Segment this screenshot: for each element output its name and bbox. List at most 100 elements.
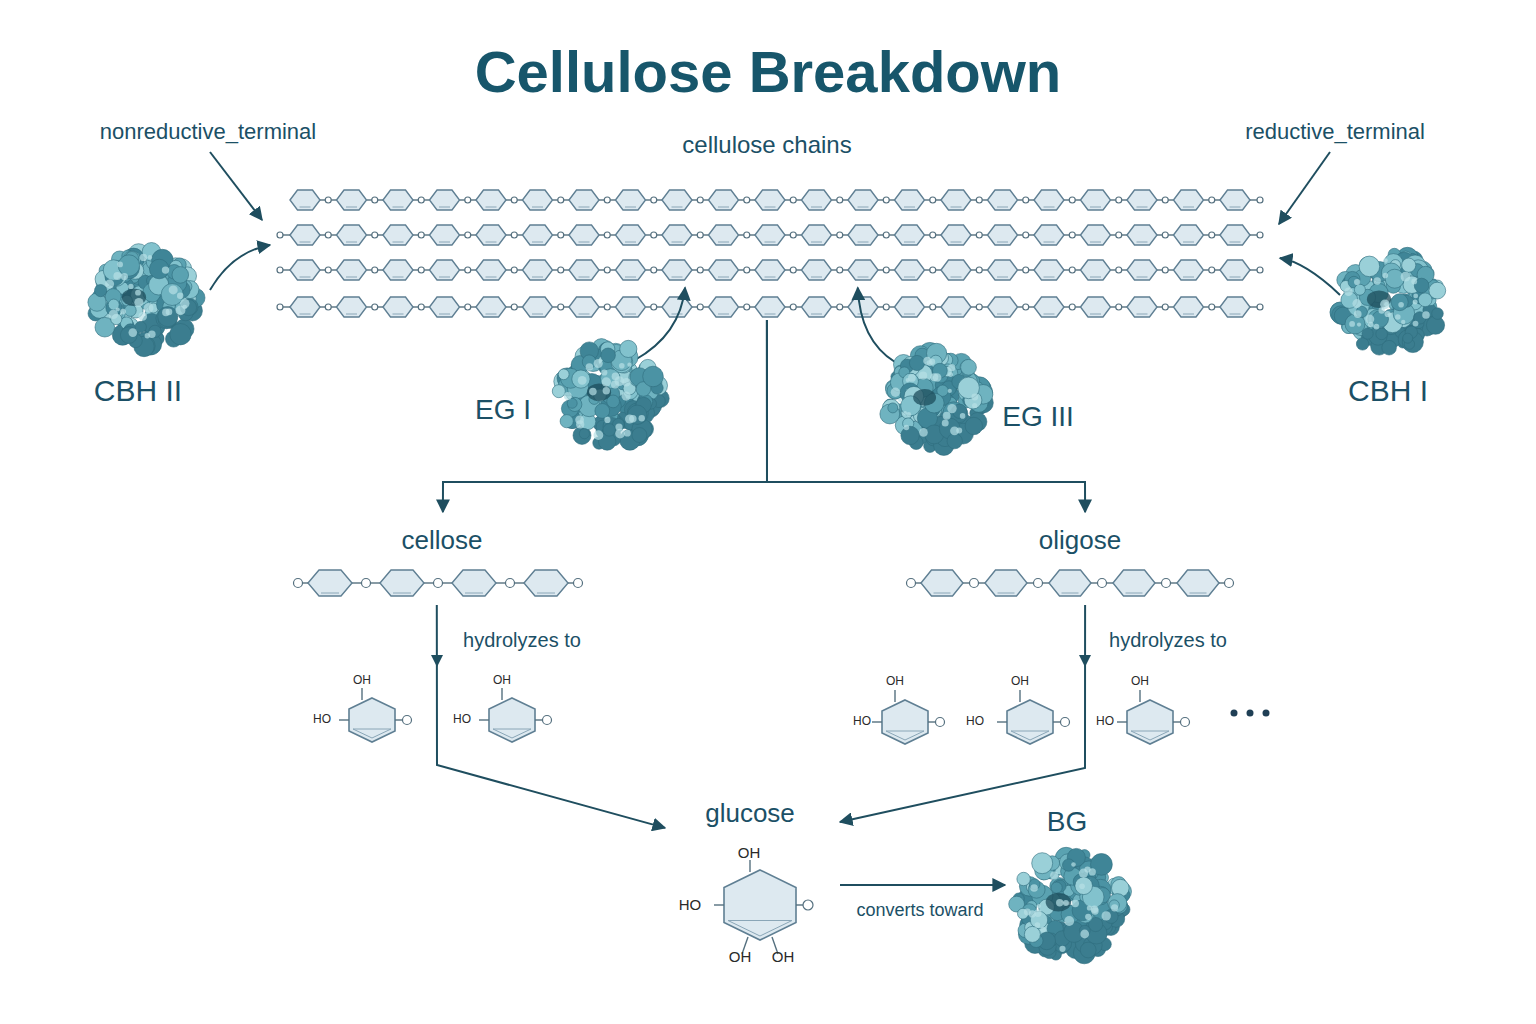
ring-shade bbox=[718, 314, 729, 315]
enzyme-highlight bbox=[604, 417, 610, 423]
enzyme-highlight bbox=[144, 303, 154, 313]
ring-shade bbox=[951, 242, 962, 243]
ring-shade bbox=[718, 277, 729, 278]
linkage-oxygen bbox=[277, 232, 283, 238]
sugar-ring bbox=[1081, 260, 1111, 280]
linkage-oxygen bbox=[930, 267, 936, 273]
ring-shade bbox=[300, 277, 311, 278]
product-name: oligose bbox=[1039, 526, 1121, 555]
linkage-oxygen bbox=[604, 304, 610, 310]
glucose-ring bbox=[724, 870, 796, 940]
hydroxyl-label: HO bbox=[453, 713, 471, 726]
ring-shade bbox=[811, 314, 822, 315]
linkage-oxygen bbox=[372, 267, 378, 273]
sugar-ring bbox=[941, 225, 971, 245]
linkage-oxygen bbox=[1209, 304, 1215, 310]
ring-shade bbox=[1126, 593, 1143, 594]
glycosidic-bond bbox=[1117, 721, 1127, 722]
enzyme-bead bbox=[567, 398, 577, 408]
sugar-ring bbox=[988, 297, 1018, 317]
linkage-oxygen bbox=[697, 304, 703, 310]
flow-arrow bbox=[443, 320, 767, 512]
ring-shade bbox=[439, 314, 450, 315]
enzyme-highlight bbox=[1380, 300, 1390, 310]
enzyme-highlight bbox=[586, 363, 594, 371]
enzyme-highlight bbox=[919, 371, 927, 379]
sugar-ring bbox=[848, 260, 878, 280]
flow-arrow bbox=[767, 320, 1085, 512]
enzyme-highlight bbox=[1354, 279, 1360, 285]
ring-shade bbox=[439, 207, 450, 208]
sugar-ring bbox=[1127, 190, 1157, 210]
enzyme-highlight bbox=[1385, 311, 1391, 317]
linkage-oxygen bbox=[697, 267, 703, 273]
sugar-ring bbox=[1220, 225, 1250, 245]
linkage-oxygen bbox=[511, 197, 517, 203]
sugar-ring bbox=[988, 190, 1018, 210]
enzyme-highlight bbox=[930, 373, 938, 381]
ring-shade bbox=[672, 242, 683, 243]
linkage-oxygen bbox=[465, 267, 471, 273]
ring-shade bbox=[532, 242, 543, 243]
ring-shade bbox=[1011, 731, 1049, 740]
sugar-ring bbox=[941, 297, 971, 317]
enzyme-highlight bbox=[148, 255, 152, 259]
enzyme-pocket bbox=[913, 389, 936, 406]
sugar-ring bbox=[430, 297, 460, 317]
sugar-ring bbox=[1220, 190, 1250, 210]
enzyme-highlight bbox=[1111, 904, 1118, 911]
flow-arrow bbox=[840, 605, 1085, 822]
ring-shade bbox=[625, 314, 636, 315]
sugar-ring bbox=[848, 225, 878, 245]
enzyme-highlight bbox=[1050, 871, 1058, 879]
sugar-ring bbox=[848, 297, 878, 317]
linkage-oxygen bbox=[1162, 579, 1171, 588]
enzyme-bead bbox=[595, 404, 610, 419]
sugar-ring bbox=[337, 260, 367, 280]
ring-shade bbox=[1044, 242, 1055, 243]
linkage-oxygen bbox=[976, 304, 982, 310]
enzyme-bead bbox=[1359, 256, 1380, 277]
enzyme-highlight bbox=[1383, 273, 1389, 279]
ring-shade bbox=[393, 207, 404, 208]
sugar-ring bbox=[941, 260, 971, 280]
linkage-oxygen bbox=[604, 232, 610, 238]
enzyme-highlight bbox=[639, 415, 645, 421]
sugar-ring bbox=[662, 297, 692, 317]
product-node: cellose bbox=[280, 512, 600, 605]
sugar-ring bbox=[523, 260, 553, 280]
ring-shade bbox=[672, 314, 683, 315]
enzyme-highlight bbox=[1401, 320, 1405, 324]
ring-shade bbox=[811, 207, 822, 208]
ring-shade bbox=[393, 314, 404, 315]
enzyme-highlight bbox=[121, 273, 128, 280]
enzyme-highlight bbox=[1395, 314, 1401, 320]
sugar-ring bbox=[755, 190, 785, 210]
enzyme-bead bbox=[1429, 282, 1446, 299]
sugar-ring bbox=[290, 260, 320, 280]
linkage-oxygen bbox=[465, 232, 471, 238]
sugar-ring bbox=[430, 190, 460, 210]
sugar-ring bbox=[709, 225, 739, 245]
enzyme-highlight bbox=[948, 364, 955, 371]
enzyme-highlight bbox=[948, 389, 952, 393]
sugar-ring bbox=[1127, 260, 1157, 280]
linkage-oxygen bbox=[976, 197, 982, 203]
linkage-oxygen bbox=[1034, 579, 1043, 588]
linkage-oxygen bbox=[403, 716, 412, 725]
ring-shade bbox=[393, 593, 411, 594]
linkage-oxygen bbox=[744, 197, 750, 203]
enzyme-highlight bbox=[960, 413, 966, 419]
enzyme-bead bbox=[1080, 942, 1096, 958]
linkage-oxygen bbox=[558, 197, 564, 203]
enzyme-highlight bbox=[564, 392, 572, 400]
enzyme-bead bbox=[643, 366, 664, 387]
sugar-ring bbox=[988, 260, 1018, 280]
edge-label: hydrolyzes to bbox=[460, 628, 584, 653]
sugar-ring bbox=[1127, 225, 1157, 245]
hydroxyl-label: OH bbox=[772, 949, 795, 966]
sugar-ring bbox=[524, 570, 568, 596]
linkage-oxygen bbox=[930, 232, 936, 238]
sugar-ring bbox=[895, 225, 925, 245]
ring-shade bbox=[300, 314, 311, 315]
